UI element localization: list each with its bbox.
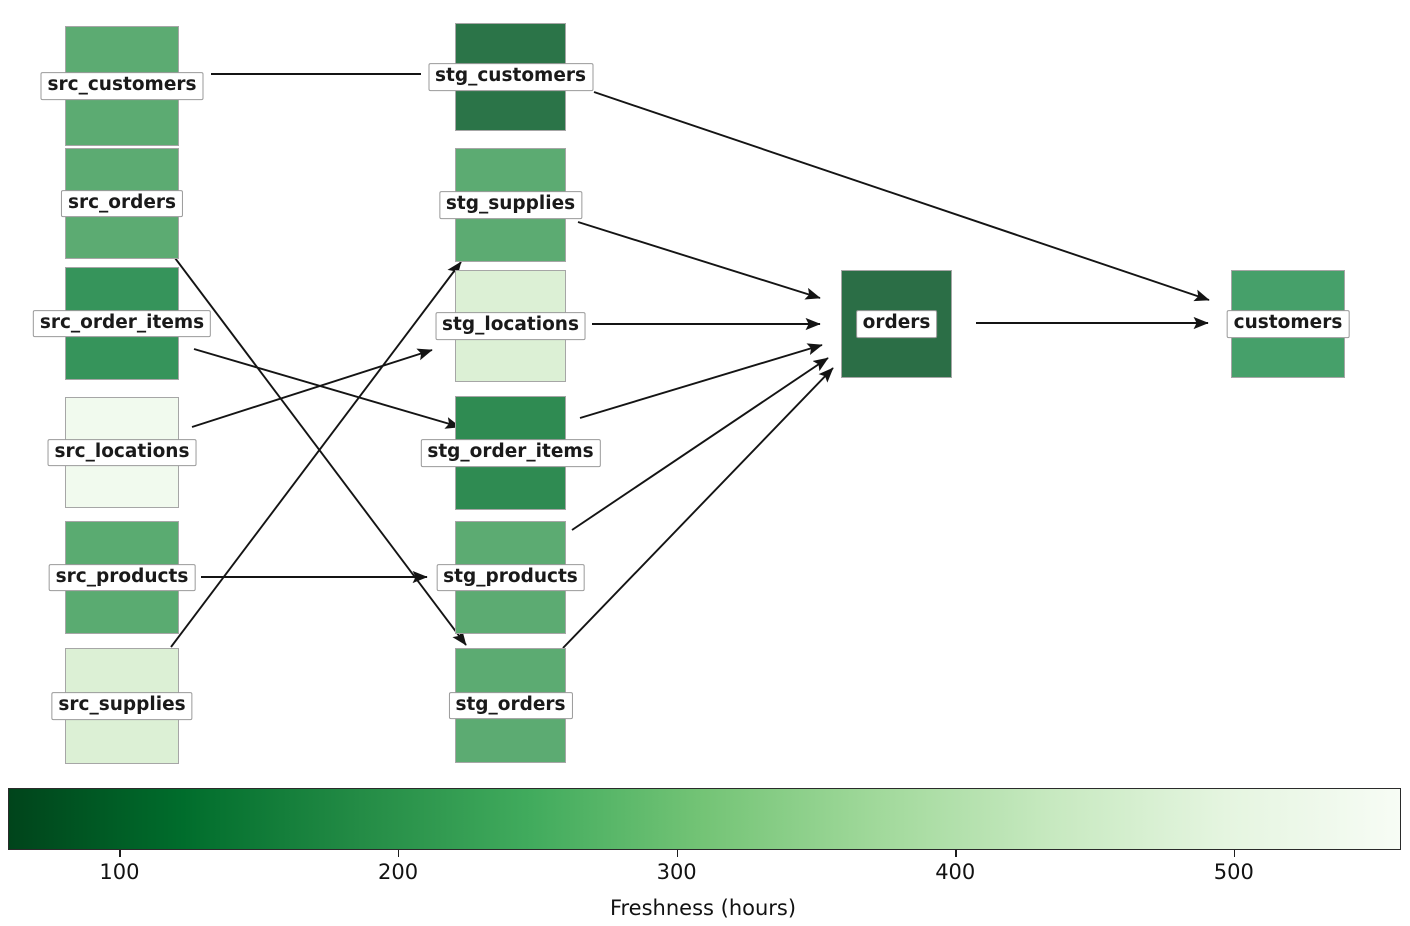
edge-stg_products-to-orders — [571, 357, 829, 531]
edge-src_supplies-to-stg_supplies — [170, 261, 462, 648]
edge-stg_supplies-to-orders — [577, 221, 821, 300]
node-label-customers[interactable]: customers — [1226, 310, 1350, 338]
colorbar-tick-label-400: 400 — [935, 860, 976, 884]
colorbar-tick-400 — [955, 850, 957, 857]
colorbar-tick-200 — [398, 850, 400, 857]
edge-stg_customers-to-customers — [593, 91, 1210, 302]
colorbar-tick-label-300: 300 — [656, 860, 697, 884]
colorbar-tick-100 — [119, 850, 121, 857]
colorbar-tick-label-200: 200 — [377, 860, 419, 884]
colorbar-gradient — [8, 788, 1401, 850]
node-label-src_products[interactable]: src_products — [48, 563, 196, 592]
colorbar-tick-500 — [1233, 850, 1236, 857]
edges-group — [170, 73, 1210, 649]
node-label-src_customers[interactable]: src_customers — [40, 72, 204, 100]
edge-stg_orders-to-orders — [562, 367, 834, 649]
colorbar-tick-label-500: 500 — [1213, 860, 1254, 884]
colorbar[interactable] — [8, 788, 1401, 850]
node-label-src_supplies[interactable]: src_supplies — [51, 692, 193, 720]
node-label-src_locations[interactable]: src_locations — [47, 438, 197, 467]
node-label-stg_locations[interactable]: stg_locations — [435, 312, 586, 340]
node-label-src_order_items[interactable]: src_order_items — [32, 309, 212, 338]
edge-src_locations-to-stg_locations — [191, 348, 433, 428]
edge-src_order_items-to-stg_order_items — [193, 348, 461, 429]
node-label-stg_orders[interactable]: stg_orders — [448, 691, 573, 720]
edge-stg_order_items-to-orders — [579, 343, 823, 419]
colorbar-axis-label: Freshness (hours) — [609, 896, 797, 920]
colorbar-tick-label-100: 100 — [99, 860, 140, 884]
node-label-stg_customers[interactable]: stg_customers — [427, 63, 594, 91]
node-label-orders[interactable]: orders — [855, 310, 938, 338]
node-label-stg_supplies[interactable]: stg_supplies — [438, 191, 583, 219]
node-label-stg_products[interactable]: stg_products — [436, 563, 585, 592]
node-label-stg_order_items[interactable]: stg_order_items — [420, 439, 601, 467]
node-label-src_orders[interactable]: src_orders — [60, 189, 184, 218]
colorbar-tick-300 — [676, 850, 678, 857]
